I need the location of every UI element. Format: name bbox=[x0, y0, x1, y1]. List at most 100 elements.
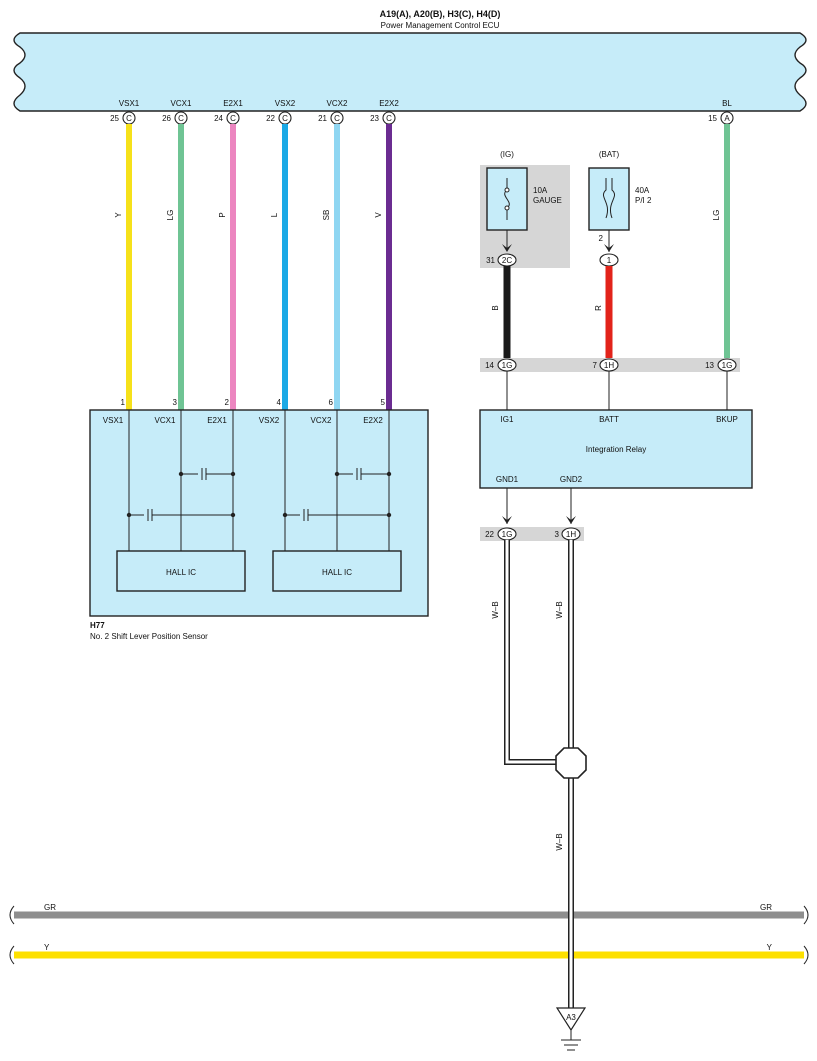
fuse-gauge-conn: 2C bbox=[502, 256, 512, 265]
ground-point-symbol bbox=[555, 1007, 587, 1032]
wire-code: R bbox=[594, 305, 603, 311]
fuse-pi2-name: P/I 2 bbox=[635, 196, 652, 205]
hall-ic-2 bbox=[272, 550, 402, 592]
ecu-terminal-conn: C bbox=[230, 114, 236, 123]
ecu-terminal-conn: C bbox=[386, 114, 392, 123]
ecu-pin-label: VSX1 bbox=[119, 99, 140, 108]
sensor-pin-label: VSX2 bbox=[259, 416, 280, 425]
relay-top-terminal-conn: 1H bbox=[604, 361, 614, 370]
ecu-terminal-conn: C bbox=[282, 114, 288, 123]
wire-code: W–B bbox=[555, 601, 564, 618]
ecu-pin-label: VCX2 bbox=[327, 99, 348, 108]
sensor-pin-label: E2X2 bbox=[363, 416, 383, 425]
splice-junction bbox=[555, 747, 587, 779]
ecu-terminal-conn: A bbox=[724, 114, 730, 123]
sensor-pin-numbers: 1 3 2 4 6 5 bbox=[121, 398, 386, 407]
bat-circuit-label: (BAT) bbox=[599, 150, 620, 159]
fuse-pi2-conn: 1 bbox=[607, 256, 612, 265]
wire-code: W–B bbox=[555, 833, 564, 850]
bus-gr-label-left: GR bbox=[44, 903, 56, 912]
sensor-pin-number: 4 bbox=[277, 398, 282, 407]
ecu-box bbox=[13, 32, 807, 112]
relay-pin-batt: BATT bbox=[599, 415, 619, 424]
bus-y-label-right: Y bbox=[767, 943, 773, 952]
ecu-terminal-number: 15 bbox=[708, 114, 717, 123]
wire-code: B bbox=[491, 305, 500, 310]
hall-ic-1-label: HALL IC bbox=[166, 568, 196, 577]
bus-gr-label-right: GR bbox=[760, 903, 772, 912]
ecu-terminals: C 25 C 26 C 24 C 22 C 21 C 23 A 15 bbox=[110, 111, 734, 125]
relay-pin-gnd2: GND2 bbox=[560, 475, 583, 484]
sensor-internal-circuit bbox=[126, 410, 392, 551]
hall-ic-1 bbox=[116, 550, 246, 592]
ecu-title: A19(A), A20(B), H3(C), H4(D) bbox=[380, 9, 501, 19]
bus-lines: GR GR Y Y bbox=[9, 903, 809, 965]
relay-pin-bkup: BKUP bbox=[716, 415, 738, 424]
sensor-pin-number: 6 bbox=[329, 398, 334, 407]
relay-pin-gnd1: GND1 bbox=[496, 475, 519, 484]
sensor-pin-label: VCX1 bbox=[155, 416, 176, 425]
wire-wb-gnd1 bbox=[505, 540, 558, 764]
fuse-pi2 bbox=[588, 167, 630, 231]
ecu-terminal-number: 21 bbox=[318, 114, 327, 123]
ecu-terminal-number: 23 bbox=[370, 114, 379, 123]
relay-top-terminals: 1G 14 1H 7 1G 13 bbox=[485, 358, 737, 372]
relay-bottom-terminal-number: 3 bbox=[555, 530, 560, 539]
wire-code: LG bbox=[712, 210, 721, 221]
fuse-pi2-element bbox=[602, 178, 616, 219]
ig-circuit-label: (IG) bbox=[500, 150, 514, 159]
wire-code: SB bbox=[322, 210, 331, 221]
ecu-terminal-number: 25 bbox=[110, 114, 119, 123]
ecu-terminal-conn: C bbox=[126, 114, 132, 123]
relay-top-terminal-number: 7 bbox=[593, 361, 598, 370]
hall-ic-2-label: HALL IC bbox=[322, 568, 352, 577]
ecu-pin-label: E2X1 bbox=[223, 99, 243, 108]
ground-label: A3 bbox=[566, 1013, 576, 1022]
fuse-gauge-rating: 10A bbox=[533, 186, 548, 195]
ecu-terminal-number: 22 bbox=[266, 114, 275, 123]
sensor-name: No. 2 Shift Lever Position Sensor bbox=[90, 632, 208, 641]
ecu-terminal-conn: C bbox=[178, 114, 184, 123]
ecu-pin-label: VCX1 bbox=[171, 99, 192, 108]
sensor-wires bbox=[126, 124, 392, 410]
sensor-pin-label: VCX2 bbox=[311, 416, 332, 425]
sensor-code: H77 bbox=[90, 621, 105, 630]
ecu-subtitle: Power Management Control ECU bbox=[381, 21, 500, 30]
relay-bottom-terminal-conn: 1G bbox=[502, 530, 513, 539]
relay-top-terminal-conn: 1G bbox=[722, 361, 733, 370]
ecu-terminal-number: 26 bbox=[162, 114, 171, 123]
wire-code: LG bbox=[166, 210, 175, 221]
bus-y-label-left: Y bbox=[44, 943, 50, 952]
relay-bottom-terminal-number: 22 bbox=[485, 530, 494, 539]
integration-relay-box bbox=[479, 409, 753, 489]
wire-code: W–B bbox=[491, 601, 500, 618]
sensor-pin-number: 1 bbox=[121, 398, 126, 407]
relay-top-terminal-number: 13 bbox=[705, 361, 714, 370]
ecu-pin-label: E2X2 bbox=[379, 99, 399, 108]
wire-code: V bbox=[374, 212, 383, 218]
sensor-pin-label: VSX1 bbox=[103, 416, 124, 425]
fuse-pi2-pin: 2 bbox=[599, 234, 604, 243]
ecu-terminal-conn: C bbox=[334, 114, 340, 123]
wire-code: P bbox=[218, 212, 227, 217]
relay-bottom-terminal-conn: 1H bbox=[566, 530, 576, 539]
relay-pin-ig1: IG1 bbox=[501, 415, 514, 424]
relay-label: Integration Relay bbox=[586, 445, 646, 454]
wire-code: Y bbox=[114, 212, 123, 218]
fuse-gauge-name: GAUGE bbox=[533, 196, 562, 205]
sensor-pin-number: 5 bbox=[381, 398, 386, 407]
sensor-pin-labels: VSX1 VCX1 E2X1 VSX2 VCX2 E2X2 bbox=[103, 416, 384, 425]
sensor-pin-number: 3 bbox=[173, 398, 178, 407]
ecu-pin-label: VSX2 bbox=[275, 99, 296, 108]
relay-top-terminal-conn: 1G bbox=[502, 361, 513, 370]
ecu-pin-label: BL bbox=[722, 99, 732, 108]
sensor-pin-label: E2X1 bbox=[207, 416, 227, 425]
ecu-pin-labels: VSX1 VCX1 E2X1 VSX2 VCX2 E2X2 BL bbox=[119, 99, 733, 108]
sensor-pin-number: 2 bbox=[225, 398, 230, 407]
fuse-gauge-pin: 31 bbox=[486, 256, 495, 265]
wire-code: L bbox=[270, 212, 279, 217]
relay-top-terminal-number: 14 bbox=[485, 361, 494, 370]
fuse-pi2-rating: 40A bbox=[635, 186, 650, 195]
ecu-terminal-number: 24 bbox=[214, 114, 223, 123]
